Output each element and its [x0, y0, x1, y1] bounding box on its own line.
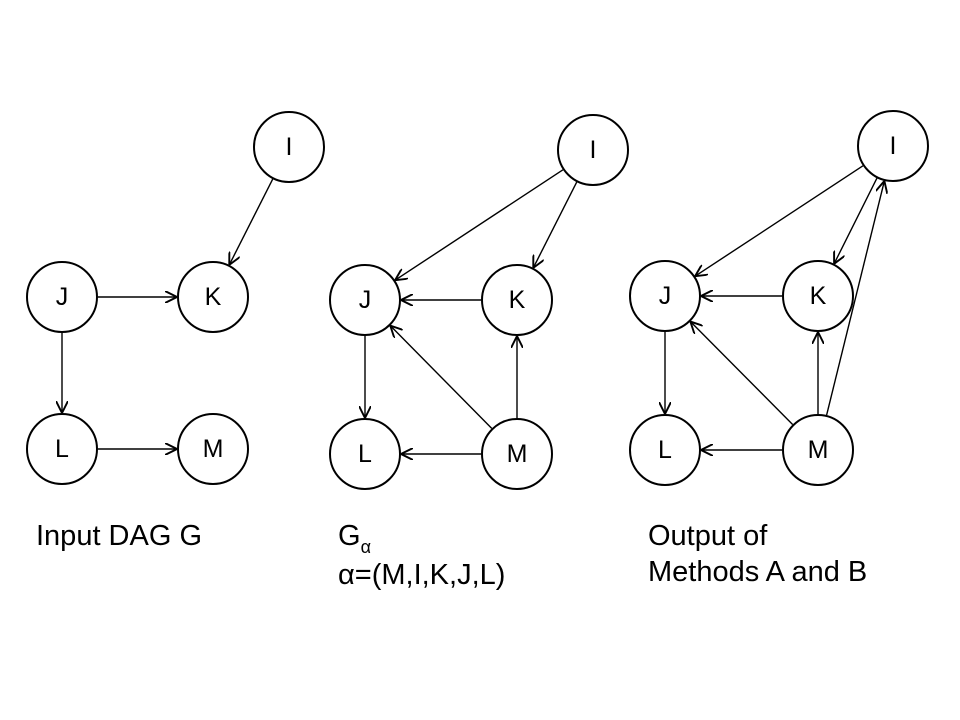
edge-M-to-I	[825, 181, 885, 416]
node-label: J	[659, 282, 672, 310]
edge-I-to-K	[834, 177, 878, 264]
node-circle	[782, 414, 854, 486]
node-circle	[253, 111, 325, 183]
edge-I-to-J	[395, 169, 564, 280]
node-circle	[782, 260, 854, 332]
node-circle	[177, 413, 249, 485]
node-K: K	[177, 261, 249, 333]
edge-I-to-J	[695, 165, 864, 276]
node-I: I	[857, 110, 929, 182]
node-label: K	[810, 282, 827, 310]
node-label: K	[205, 283, 222, 311]
node-circle	[26, 413, 98, 485]
node-J: J	[629, 260, 701, 332]
node-circle	[557, 114, 629, 186]
node-circle	[857, 110, 929, 182]
node-circle	[481, 418, 553, 490]
edge-I-to-K	[533, 181, 578, 268]
node-circle	[329, 418, 401, 490]
node-L: L	[629, 414, 701, 486]
graph-input-dag-g: I J K L M	[26, 111, 325, 485]
node-L: L	[26, 413, 98, 485]
node-I: I	[557, 114, 629, 186]
node-label: J	[56, 283, 69, 311]
node-label: I	[286, 133, 293, 161]
caption-g-alpha: Gα α=(M,I,K,J,L)	[338, 518, 505, 593]
node-circle	[481, 264, 553, 336]
node-circle	[629, 260, 701, 332]
node-label: L	[55, 435, 69, 463]
node-circle	[177, 261, 249, 333]
node-label: I	[590, 136, 597, 164]
edge-M-to-J	[390, 326, 493, 429]
node-I: I	[253, 111, 325, 183]
edge-M-to-J	[690, 322, 794, 425]
caption-input-dag: Input DAG G	[36, 518, 202, 554]
node-J: J	[329, 264, 401, 336]
node-label: M	[507, 440, 528, 468]
node-K: K	[782, 260, 854, 332]
node-circle	[629, 414, 701, 486]
node-label: M	[203, 435, 224, 463]
caption-g-alpha-subscript: α	[360, 537, 371, 557]
caption-output: Output of Methods A and B	[648, 518, 867, 590]
node-label: L	[658, 436, 672, 464]
caption-g-alpha-title: Gα	[338, 518, 505, 557]
node-label: J	[359, 286, 372, 314]
caption-input-dag-line: Input DAG G	[36, 520, 203, 552]
node-L: L	[329, 418, 401, 490]
caption-output-line-2: Methods A and B	[648, 556, 868, 588]
node-label: I	[890, 132, 897, 160]
caption-g-alpha-ordering: α=(M,I,K,J,L)	[338, 559, 506, 591]
node-J: J	[26, 261, 98, 333]
node-label: M	[808, 436, 829, 464]
node-circle	[329, 264, 401, 336]
edge-I-to-K	[229, 178, 274, 265]
node-M: M	[177, 413, 249, 485]
node-M: M	[782, 414, 854, 486]
graph-output-methods: I J K L M	[629, 110, 929, 486]
node-circle	[26, 261, 98, 333]
graphs-layer: I J K L M I J K L M I J K L M	[26, 110, 929, 490]
node-M: M	[481, 418, 553, 490]
caption-output-line-1: Output of	[648, 520, 768, 552]
graph-g-alpha: I J K L M	[329, 114, 629, 490]
node-label: K	[509, 286, 526, 314]
node-label: L	[358, 440, 372, 468]
caption-g-alpha-main: G	[338, 520, 361, 552]
node-K: K	[481, 264, 553, 336]
